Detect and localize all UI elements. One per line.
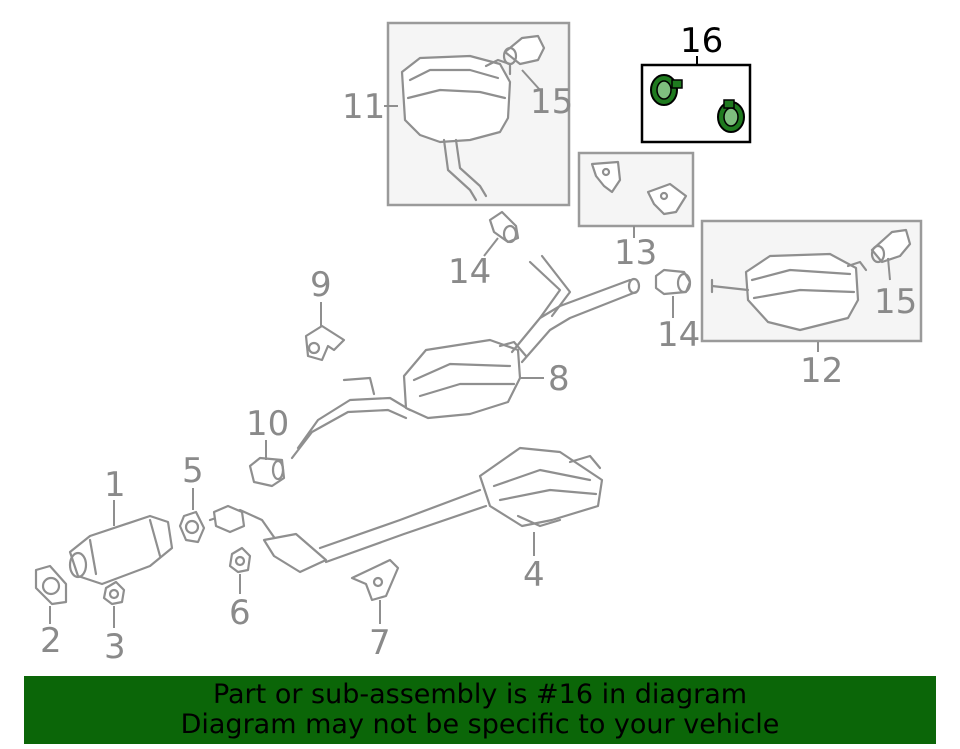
bracket-7 [350, 558, 400, 602]
bracket-13-a [590, 160, 622, 194]
nut-6 [228, 546, 252, 574]
callout-7: 7 [369, 623, 391, 663]
nut-3 [102, 580, 126, 606]
muffler-12-part [710, 252, 868, 332]
callout-9: 9 [310, 265, 332, 305]
leader-15-upper [521, 69, 541, 91]
hanger-9 [304, 324, 346, 362]
banner-line-2: Diagram may not be specific to your vehi… [180, 709, 780, 740]
callout-16: 16 [680, 21, 723, 61]
rear-muffler-part [400, 54, 512, 202]
clamp-14-upper [488, 210, 520, 244]
tailpipe-tip-15-upper [502, 34, 546, 66]
callout-13: 13 [614, 233, 657, 273]
info-banner: Part or sub-assembly is #16 in diagram D… [24, 676, 936, 744]
clamp-10 [248, 456, 286, 488]
callout-6: 6 [229, 593, 251, 633]
tailpipe-tip-15-lower [870, 228, 912, 264]
clamp-16-left [650, 74, 683, 106]
callout-14-upper: 14 [448, 252, 491, 292]
callout-3: 3 [104, 627, 126, 667]
callout-15-upper: 15 [530, 82, 573, 122]
banner-line-1: Part or sub-assembly is #16 in diagram [212, 679, 748, 710]
callout-15-lower: 15 [874, 282, 917, 322]
callout-10: 10 [246, 404, 289, 444]
callout-14-lower: 14 [657, 315, 700, 355]
clamp-16-right [717, 99, 745, 133]
callout-11: 11 [342, 87, 385, 127]
front-pipe-4 [208, 446, 604, 574]
callout-2: 2 [40, 621, 62, 661]
callout-8: 8 [548, 359, 570, 399]
gasket-5 [178, 510, 206, 544]
center-pipe-8 [290, 254, 641, 460]
callout-12: 12 [800, 351, 843, 391]
callout-5: 5 [182, 451, 204, 491]
callout-4: 4 [523, 555, 545, 595]
gasket-2 [34, 564, 68, 606]
clamp-14-lower [654, 268, 692, 296]
leader-14-upper [483, 237, 499, 257]
callout-1: 1 [104, 465, 126, 505]
leader-15-lower [887, 257, 891, 281]
catalytic-converter-1 [68, 514, 174, 586]
bracket-13-b [646, 182, 688, 216]
